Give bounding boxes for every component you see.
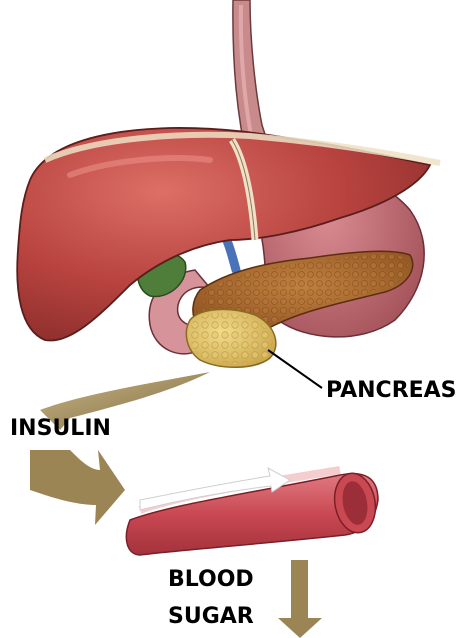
blood-vessel bbox=[126, 468, 380, 555]
blood-sugar-down-arrow bbox=[278, 560, 322, 638]
blood-label: BLOOD bbox=[168, 567, 254, 592]
pancreas-pointer-line bbox=[268, 350, 322, 388]
pancreas-label: PANCREAS bbox=[326, 378, 457, 403]
insulin-arrow-lower bbox=[30, 450, 125, 525]
insulin-label: INSULIN bbox=[10, 416, 111, 441]
sugar-label: SUGAR bbox=[168, 604, 254, 629]
